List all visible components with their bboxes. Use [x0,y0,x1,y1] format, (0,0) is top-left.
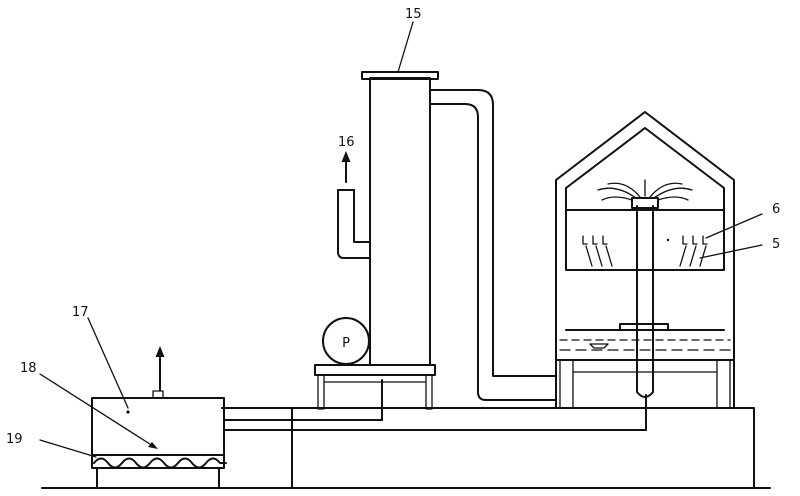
tank-17 [91,390,225,489]
foundation-slab [221,407,755,489]
label-15: 15 [405,7,422,22]
label-5: 5 [772,237,780,252]
return-pipe [429,89,557,377]
label-18: 18 [20,361,37,376]
leader-lines [39,21,763,458]
heating-coil-19 [93,457,227,469]
spray-jets [597,179,693,201]
tank-connection-pipes [223,379,647,431]
pump: P [322,317,370,365]
label-19: 19 [6,432,23,447]
pump-label: P [342,336,350,351]
nozzles-right [666,235,708,267]
label-17: 17 [72,305,89,320]
column-stand [314,364,436,410]
nozzles-left [582,235,613,267]
tank-exhaust-arrow [155,346,165,391]
outlet-pipe-16 [337,151,371,259]
label-16: 16 [338,135,355,150]
greenhouse [555,111,735,409]
absorption-column-15 [361,71,439,366]
label-6: 6 [772,202,780,217]
